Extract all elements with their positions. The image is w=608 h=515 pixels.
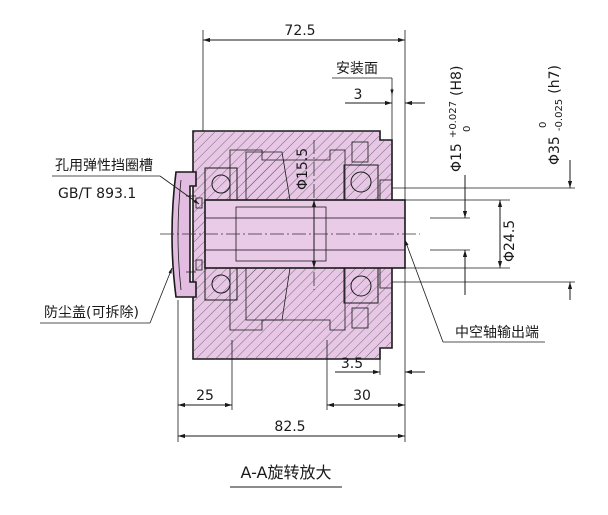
hollow-output-text: 中空轴输出端 <box>455 325 539 341</box>
dim-output-diameter: Φ24.5 <box>497 200 518 268</box>
svg-text:Φ35 -0.025 (h7): Φ35 -0.025 (h7) <box>544 65 566 165</box>
shaft-fit-dia-text: Φ35 <box>547 136 563 165</box>
dim-overall-length-text: 82.5 <box>274 419 305 435</box>
bore-fit-class-text: (H8) <box>449 66 465 96</box>
circlip-groove-text: 孔用弹性挡圈槽 <box>55 158 153 174</box>
bore-fit-upper-text: +0.027 <box>448 101 459 138</box>
standard-text: GB/T 893.1 <box>58 186 136 202</box>
bore-fit-dia-text: Φ15 <box>449 143 465 172</box>
extension-lines <box>177 30 575 442</box>
bore-fit-lower-text: 0 <box>462 126 473 132</box>
dim-bore-diameter-text: Φ15.5 <box>295 148 311 190</box>
dim-housing-length: 72.5 <box>203 23 405 43</box>
right-bearing <box>343 164 379 304</box>
view-title: A-A旋转放大 <box>230 463 342 488</box>
dim-mount-offset: 3 <box>345 87 425 106</box>
hollow-output-callout: 中空轴输出端 <box>404 239 545 343</box>
seals <box>351 141 393 329</box>
svg-text:Φ15 +0.027 (H8): Φ15 +0.027 (H8) <box>441 66 465 172</box>
shaft-fit-class-text: (h7) <box>547 65 563 94</box>
dim-bore-diameter: Φ15.5 <box>295 148 317 268</box>
shaft-fit-upper-text: 0 <box>538 122 549 128</box>
dim-right-hub: 30 <box>327 388 405 408</box>
view-title-text: A-A旋转放大 <box>241 463 332 482</box>
mount-face-label: 安装面 <box>332 61 394 95</box>
dim-hub-step-text: 3.5 <box>341 356 363 372</box>
shaft-fit-lower-text: -0.025 <box>554 99 565 131</box>
dim-shaft-fit: Φ35 -0.025 (h7) 0 <box>538 65 573 300</box>
dust-cover-text: 防尘盖(可拆除) <box>44 305 139 321</box>
dim-bore-fit: Φ15 +0.027 (H8) 0 <box>441 66 473 295</box>
mount-face-text: 安装面 <box>336 61 378 77</box>
circlip-callout: 孔用弹性挡圈槽 GB/T 893.1 <box>52 158 200 205</box>
dim-hub-step: 3.5 <box>335 356 425 375</box>
dim-mount-offset-text: 3 <box>354 87 363 103</box>
dim-housing-length-text: 72.5 <box>284 23 315 39</box>
left-bearing <box>204 167 238 301</box>
dim-output-diameter-text: Φ24.5 <box>502 220 518 262</box>
dim-left-cover: 25 <box>178 388 232 408</box>
dim-right-hub-text: 30 <box>353 388 371 404</box>
dust-cover-callout: 防尘盖(可拆除) <box>40 267 173 324</box>
dim-overall-length: 82.5 <box>178 419 405 439</box>
dim-left-cover-text: 25 <box>196 388 214 404</box>
gear-section <box>245 151 291 321</box>
